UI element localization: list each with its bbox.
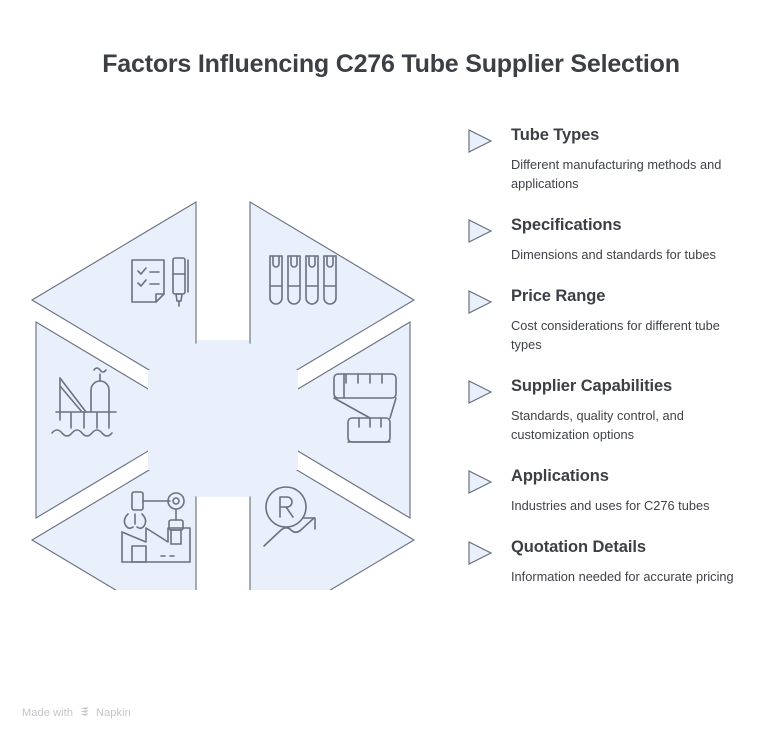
price-trend-icon [263, 486, 316, 547]
oil-rig-icon [51, 367, 117, 437]
segment-bottom-right [249, 440, 416, 590]
factor-description: Industries and uses for C276 tubes [511, 498, 710, 513]
factor-description: Different manufacturing methods and appl… [511, 157, 722, 191]
segment-right [244, 320, 411, 520]
factor-title: Price Range [511, 287, 606, 305]
factor-item-applications[interactable]: Applications Industries and uses for C27… [466, 465, 766, 515]
factor-item-tube-types[interactable]: Tube Types Different manufacturing metho… [466, 124, 766, 193]
triangle-right-icon [466, 128, 494, 154]
factor-title: Tube Types [511, 126, 600, 144]
checklist-pen-icon [131, 257, 189, 307]
measuring-tape-icon [333, 373, 397, 443]
factor-description: Information needed for accurate pricing [511, 569, 734, 584]
napkin-logo-icon [78, 705, 91, 721]
factor-description: Cost considerations for different tube t… [511, 318, 720, 352]
segment-top-right [249, 200, 416, 400]
segment-top-left [30, 200, 197, 400]
page-title: Factors Influencing C276 Tube Supplier S… [102, 50, 680, 78]
factor-title: Quotation Details [511, 538, 646, 556]
hexagonal-star-diagram [18, 190, 428, 590]
triangle-right-icon [466, 540, 494, 566]
footer-brand-label: Napkin [96, 707, 131, 719]
factor-item-price-range[interactable]: Price Range Cost considerations for diff… [466, 285, 766, 354]
triangle-right-icon [466, 469, 494, 495]
factor-title: Supplier Capabilities [511, 377, 673, 395]
factor-title: Specifications [511, 216, 622, 234]
star-core-3 [164, 343, 282, 497]
factor-description: Dimensions and standards for tubes [511, 247, 716, 262]
factor-list: Tube Types Different manufacturing metho… [466, 124, 766, 586]
footer-credit[interactable]: Made with Napkin [22, 705, 131, 721]
factor-item-supplier-capabilities[interactable]: Supplier Capabilities Standards, quality… [466, 375, 766, 444]
segment-bottom-left [30, 440, 197, 590]
segment-left [35, 320, 202, 520]
triangle-right-icon [466, 289, 494, 315]
triangle-right-icon [466, 379, 494, 405]
factor-item-quotation-details[interactable]: Quotation Details Information needed for… [466, 536, 766, 586]
factor-item-specifications[interactable]: Specifications Dimensions and standards … [466, 214, 766, 264]
tubes-icon [269, 255, 337, 305]
triangle-right-icon [466, 218, 494, 244]
factor-title: Applications [511, 467, 609, 485]
factory-robot-icon [121, 491, 191, 563]
factor-description: Standards, quality control, and customiz… [511, 408, 684, 442]
footer-made-with-label: Made with [22, 707, 74, 719]
